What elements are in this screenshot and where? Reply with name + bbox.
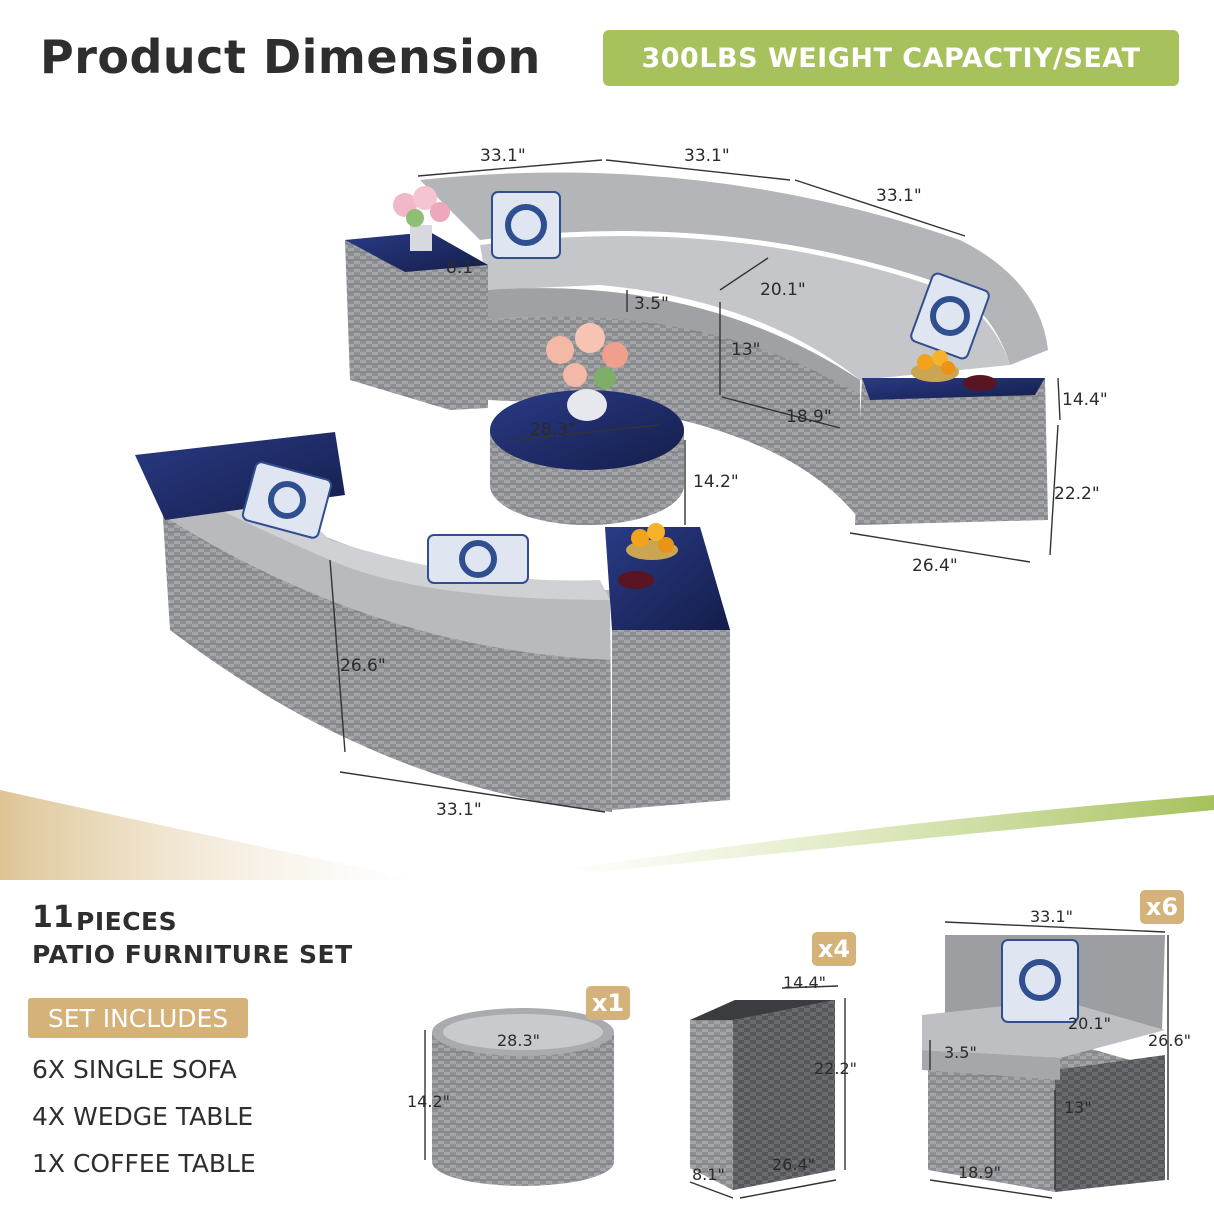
page-title: Product Dimension <box>40 30 541 84</box>
dim-sofa-piece-seat-depth: 20.1" <box>1068 1014 1111 1033</box>
dim-seat-height: 13" <box>731 340 761 360</box>
back-sofa-backrest <box>420 172 1048 365</box>
single-sofa-piece <box>922 935 1165 1192</box>
dim-wedge-depth: 8.1" <box>446 258 481 278</box>
dim-wedge-piece-depth: 8.1" <box>692 1165 725 1184</box>
dim-wedge-width: 14.4" <box>1062 390 1108 410</box>
pieces-word: PIECES <box>76 907 178 936</box>
dim-coffee-piece-diameter: 28.3" <box>497 1031 540 1050</box>
dim-wedge-length: 26.4" <box>912 556 958 576</box>
flower-vase <box>393 186 450 251</box>
qty-badge-wedge: x4 <box>812 932 856 966</box>
dim-coffee-height: 14.2" <box>693 472 739 492</box>
dim-sofa-piece-base: 18.9" <box>958 1163 1001 1182</box>
dim-sofa-piece-cushion: 3.5" <box>944 1043 977 1062</box>
piece-dimension-lines <box>424 921 1169 1199</box>
fruit-bowl <box>911 350 997 391</box>
dim-wedge-height: 22.2" <box>1054 484 1100 504</box>
include-item: 6X SINGLE SOFA <box>32 1055 237 1084</box>
pillow <box>491 191 561 259</box>
gold-swoosh <box>0 790 420 880</box>
pillow <box>241 461 333 539</box>
piece-illustrations <box>424 921 1169 1199</box>
set-includes-badge: SET INCLUDES <box>28 998 248 1038</box>
dim-sofa-width-b: 33.1" <box>684 146 730 166</box>
dim-seat-depth: 20.1" <box>760 280 806 300</box>
dim-seat-thickness: 3.5" <box>634 294 669 314</box>
dim-sofa-width-a: 33.1" <box>480 146 526 166</box>
dim-wedge-piece-width: 14.4" <box>783 973 826 992</box>
wedge-table-back-right <box>855 378 1048 525</box>
pillow <box>427 534 529 584</box>
green-swoosh <box>560 795 1214 872</box>
pieces-count: 11 <box>32 900 74 935</box>
capacity-badge: 300LBS WEIGHT CAPACTIY/SEAT <box>603 30 1179 86</box>
dim-sofa-piece-width: 33.1" <box>1030 907 1073 926</box>
dim-base-depth: 18.9" <box>786 407 832 427</box>
pillow <box>910 272 990 360</box>
include-item: 1X COFFEE TABLE <box>32 1149 256 1178</box>
dim-wedge-piece-height: 22.2" <box>814 1059 857 1078</box>
qty-badge-sofa: x6 <box>1140 890 1184 924</box>
dim-coffee-piece-height: 14.2" <box>407 1092 450 1111</box>
wedge-table-back-left <box>345 232 488 410</box>
dim-coffee-diameter: 28.3" <box>530 420 576 440</box>
wedge-table-piece <box>690 1000 835 1190</box>
dimension-lines <box>329 159 1061 813</box>
coffee-table-piece <box>432 1008 614 1186</box>
dim-sofa-width-c: 33.1" <box>876 186 922 206</box>
dim-front-sofa-width: 33.1" <box>436 800 482 820</box>
back-sofa-seat <box>480 236 1010 380</box>
dim-sofa-height: 26.6" <box>340 656 386 676</box>
dim-sofa-piece-seat-height: 13" <box>1064 1098 1092 1117</box>
dim-sofa-piece-height: 26.6" <box>1148 1031 1191 1050</box>
flower-vase <box>546 323 628 421</box>
dim-wedge-piece-length: 26.4" <box>772 1155 815 1174</box>
include-item: 4X WEDGE TABLE <box>32 1102 254 1131</box>
qty-badge-coffee: x1 <box>586 986 630 1020</box>
fruit-bowl <box>618 523 678 589</box>
set-title: PATIO FURNITURE SET <box>32 940 353 969</box>
